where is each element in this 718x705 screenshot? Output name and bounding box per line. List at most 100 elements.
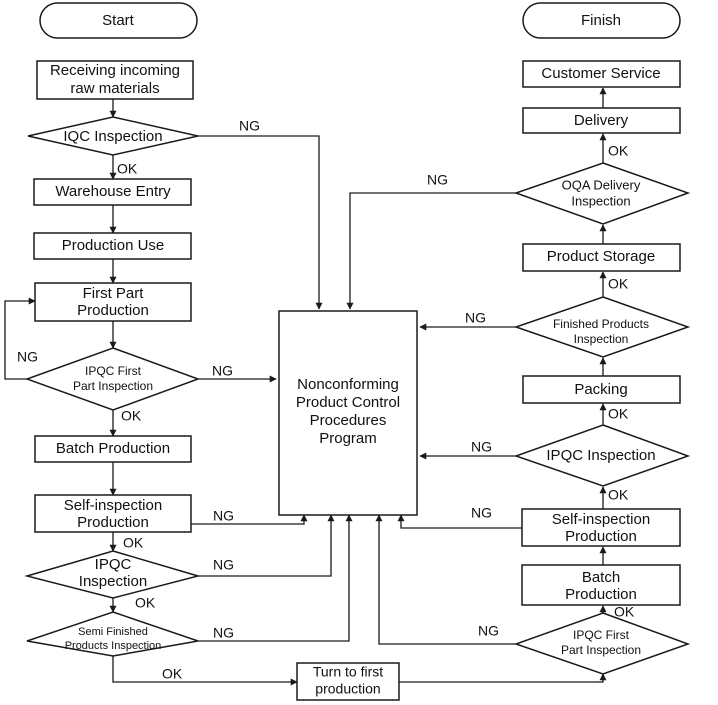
batch-right-label-2: Production: [565, 586, 637, 603]
warehouse-label: Warehouse Entry: [55, 183, 171, 200]
ng-label-ipqc: NG: [213, 557, 234, 573]
first-part-box: [34, 282, 192, 322]
delivery-label: Delivery: [574, 112, 629, 129]
first-part-label-1: First Part: [83, 285, 145, 302]
ok-label-self-insp-right: OK: [608, 487, 629, 503]
ok-label-ipqc-right: OK: [608, 406, 629, 422]
arrow-self-insp-right-ng-to-ncr: [397, 514, 522, 529]
ok-label-ipqc: OK: [135, 595, 156, 611]
turn-label-2: production: [315, 681, 380, 697]
semi-label-1: Semi Finished: [78, 626, 148, 638]
oqa-label-2: Inspection: [571, 193, 630, 208]
self-insp-right-label-1: Self-inspection: [552, 511, 650, 528]
ipqc-diamond: [24, 550, 201, 599]
connectors: [4, 87, 607, 686]
ok-label-finished: OK: [608, 276, 629, 292]
finish-label: Finish: [581, 12, 621, 29]
finish-terminal: [522, 2, 681, 39]
arrow-iqc-ng-to-ncr: [198, 135, 323, 310]
production-use-label: Production Use: [62, 237, 165, 254]
arrow-ipqc-ng-to-ncr: [198, 514, 335, 577]
ng-label-oqa: NG: [427, 172, 448, 188]
finished-label-2: Inspection: [574, 332, 629, 346]
arrow-turn-to-ipqc-first-right: [399, 673, 607, 683]
delivery-box: [522, 107, 681, 134]
ok-label-self-insp: OK: [123, 535, 144, 551]
ng-label-iqc: NG: [239, 118, 260, 134]
product-storage-box: [522, 243, 681, 272]
ipqc-label-2: Inspection: [79, 573, 147, 590]
iqc-label: IQC Inspection: [63, 128, 162, 145]
ipqc-first-right-label-2: Part Inspection: [561, 643, 641, 657]
packing-label: Packing: [574, 381, 627, 398]
ncr-label-2: Product Control: [296, 394, 400, 411]
arrow-loop-back-first-part: [4, 297, 36, 380]
ipqc-right-label: IPQC Inspection: [546, 447, 655, 464]
ncr-box: [278, 310, 418, 516]
ipqc-first-label-2: Part Inspection: [73, 379, 153, 393]
ipqc-first-right-label-1: IPQC First: [573, 628, 630, 642]
ok-label-semi: OK: [162, 666, 183, 682]
ng-label-self-insp: NG: [213, 508, 234, 524]
ipqc-label-1: IPQC: [95, 556, 132, 573]
finished-diamond: [513, 296, 691, 358]
ok-label-ipqc-first-right: OK: [614, 604, 635, 620]
ng-label-ipqc-first: NG: [212, 363, 233, 379]
turn-box: [296, 662, 400, 701]
start-terminal: [39, 2, 198, 39]
packing-box: [522, 375, 681, 404]
receiving-label-2: raw materials: [70, 80, 159, 97]
product-storage-label: Product Storage: [547, 248, 655, 265]
self-insp-right-label-2: Production: [565, 528, 637, 545]
ng-label-self-insp-right: NG: [471, 505, 492, 521]
customer-service-label: Customer Service: [541, 65, 660, 82]
ng-label-finished: NG: [465, 310, 486, 326]
batch-box: [34, 435, 192, 463]
self-insp-box: [34, 494, 192, 533]
ng-label-loop: NG: [17, 349, 38, 365]
warehouse-box: [33, 178, 192, 206]
ipqc-first-diamond: [24, 347, 201, 411]
first-part-label-2: Production: [77, 302, 149, 319]
batch-label: Batch Production: [56, 440, 170, 457]
ipqc-first-right-diamond: [513, 612, 691, 675]
ipqc-first-label-1: IPQC First: [85, 364, 142, 378]
node-labels: Start Finish Receiving incoming raw mate…: [50, 12, 661, 697]
receiving-label-1: Receiving incoming: [50, 62, 180, 79]
ncr-label-1: Nonconforming: [297, 376, 399, 393]
batch-right-label-1: Batch: [582, 569, 620, 586]
self-insp-label-1: Self-inspection: [64, 497, 162, 514]
oqa-diamond: [513, 162, 691, 225]
ipqc-right-diamond: [513, 424, 691, 487]
iqc-diamond: [27, 116, 199, 156]
arrow-semi-ok-to-turn: [112, 656, 298, 686]
customer-service-box: [522, 60, 681, 88]
ncr-label-4: Program: [319, 430, 377, 447]
start-label: Start: [102, 12, 135, 29]
ng-label-ipqc-right: NG: [471, 439, 492, 455]
edge-labels: OK OK OK OK OK OK OK OK OK OK NG NG NG N…: [17, 118, 635, 682]
shapes: [24, 2, 691, 701]
semi-label-2: Products Inspection: [65, 640, 162, 652]
ok-label-iqc: OK: [117, 161, 138, 177]
production-use-box: [33, 232, 192, 260]
receiving-box: [36, 60, 194, 100]
self-insp-label-2: Production: [77, 514, 149, 531]
ncr-label-3: Procedures: [310, 412, 387, 429]
oqa-label-1: OQA Delivery: [562, 177, 641, 192]
turn-label-1: Turn to first: [313, 664, 383, 680]
ok-label-ipqc-first: OK: [121, 408, 142, 424]
arrow-semi-ng-to-ncr: [198, 514, 353, 642]
arrow-oqa-ng-to-ncr: [346, 192, 516, 310]
finished-label-1: Finished Products: [553, 317, 649, 331]
ng-label-semi: NG: [213, 625, 234, 641]
semi-diamond: [26, 611, 199, 657]
ng-label-ipqc-first-right: NG: [478, 623, 499, 639]
self-insp-right-box: [521, 508, 681, 547]
arrow-ipqc-first-right-ng-to-ncr: [375, 514, 516, 645]
batch-right-box: [521, 564, 681, 606]
ok-label-oqa: OK: [608, 143, 629, 159]
arrow-self-insp-ng-to-ncr: [191, 514, 308, 525]
